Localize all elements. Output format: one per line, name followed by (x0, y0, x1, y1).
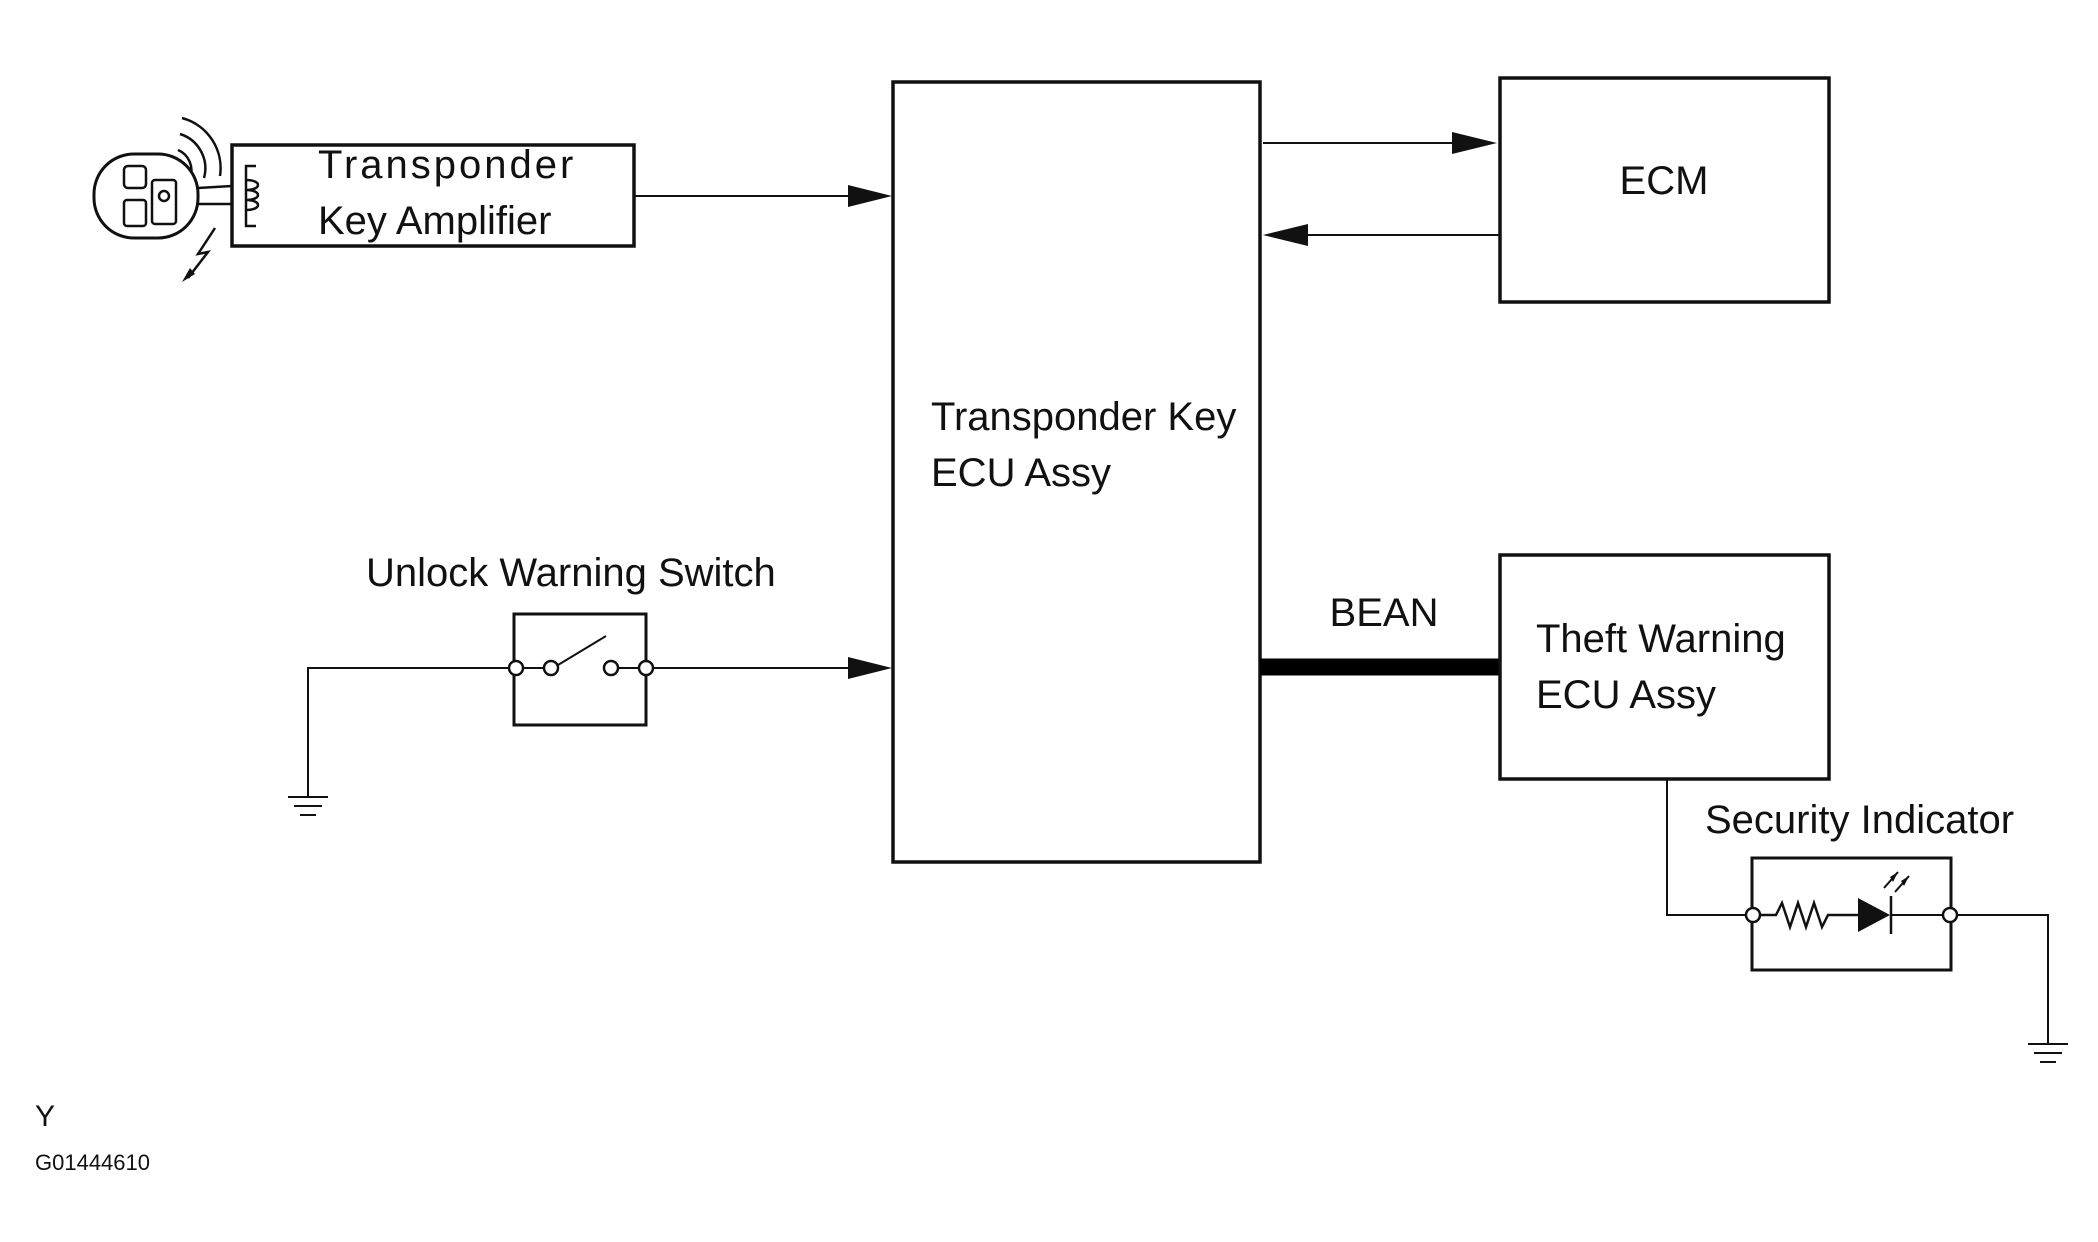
ecm-block: ECM (1498, 76, 1831, 304)
switch-label: Unlock Warning Switch (366, 551, 776, 595)
ecu-label-line2: ECU Assy (931, 451, 1111, 495)
bean-bus: BEAN (1260, 591, 1500, 676)
security-indicator: Security Indicator (1666, 779, 2068, 1063)
theft-label-line1: Theft Warning (1536, 617, 1786, 661)
figure-id: G01444610 (35, 1150, 150, 1175)
amplifier-label-line1: Transponder (318, 143, 576, 187)
amplifier-to-ecu-connector (634, 185, 892, 207)
unlock-warning-switch: Unlock Warning Switch (288, 551, 776, 816)
theft-warning-ecu-block: Theft Warning ECU Assy (1498, 553, 1831, 781)
bean-bus-label: BEAN (1330, 591, 1439, 635)
ecm-to-ecu-connector (1263, 224, 1500, 246)
transponder-key-ecu-block: Transponder Key ECU Assy (891, 80, 1262, 864)
view-letter: Y (35, 1100, 55, 1133)
amplifier-label-line2: Key Amplifier (318, 199, 551, 243)
transponder-key-amplifier-block: Transponder Key Amplifier (230, 143, 636, 248)
ecu-label-line1: Transponder Key (931, 395, 1236, 439)
transponder-key-icon (92, 116, 233, 282)
ecu-to-ecm-connector (1263, 132, 1497, 154)
switch-to-ecu-connector (653, 657, 892, 679)
resistor-icon (1760, 899, 1858, 931)
ground-symbol-icon (2028, 1043, 2068, 1063)
ground-symbol-icon (288, 796, 328, 816)
coil-icon (244, 164, 260, 228)
ecm-label: ECM (1620, 159, 1709, 203)
indicator-label: Security Indicator (1705, 798, 2014, 842)
theft-label-line2: ECU Assy (1536, 673, 1716, 717)
open-switch-icon (507, 635, 655, 677)
led-diode-icon (1858, 871, 1943, 934)
